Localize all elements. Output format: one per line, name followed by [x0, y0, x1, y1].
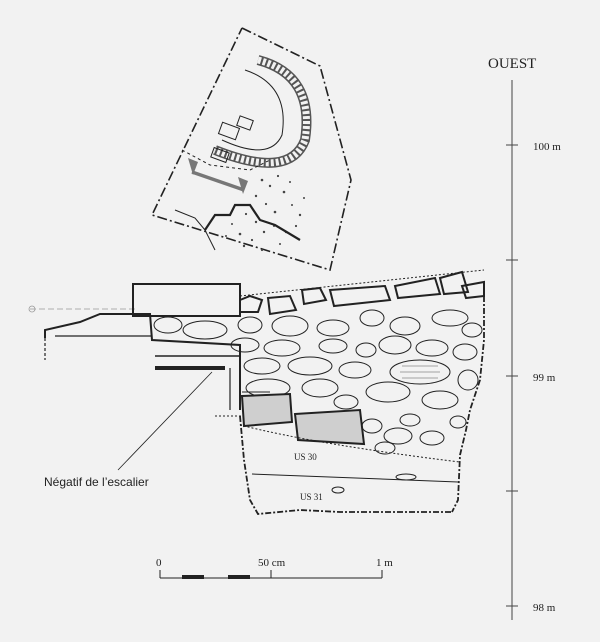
plan-boundary [150, 27, 352, 272]
inset-site-plan [150, 27, 352, 272]
plan-stepped-wall [204, 203, 301, 241]
elevation-label-99: 99 m [533, 372, 556, 384]
elevation-label-98: 98 m [533, 602, 556, 614]
stair-negative-annotation: Négatif de l’escalier [44, 475, 149, 489]
grey-stone-upper [240, 392, 294, 428]
elevation-label-100: 100 m [533, 141, 561, 153]
annotation-leader [117, 371, 213, 471]
plan-section-line [188, 158, 248, 194]
us30-label: US 30 [294, 452, 317, 462]
scale-label-50cm: 50 cm [258, 557, 286, 569]
stair-profile [44, 313, 241, 410]
orientation-label: OUEST [488, 56, 536, 72]
layer-boundary-us31 [251, 473, 459, 483]
scale-label-1m: 1 m [376, 557, 393, 569]
right-boundary [451, 284, 485, 513]
capping-stones [239, 270, 485, 316]
us31-label: US 31 [300, 492, 323, 502]
scale-label-0: 0 [156, 557, 162, 569]
grey-stone-lower [293, 408, 366, 446]
elevation-scale [506, 80, 518, 620]
bottom-boundary [239, 415, 452, 515]
section-drawing [28, 269, 485, 515]
layer-boundary-us30 [239, 424, 461, 463]
plan-rubble [225, 174, 305, 252]
scale-bar [159, 570, 383, 579]
